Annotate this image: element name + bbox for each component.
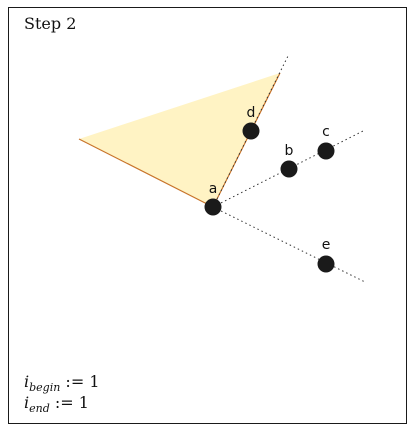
node-b: b: [280, 143, 298, 178]
node-d: d: [242, 105, 260, 140]
var-begin-value: 1: [89, 372, 100, 391]
node-c: c: [317, 124, 335, 160]
triangle-edge-left: [78, 138, 214, 208]
step-title: Step 2: [24, 14, 77, 33]
shaded-triangle: [79, 73, 280, 207]
ray-through-b-c: [212, 129, 366, 208]
variable-i-end: iend := 1: [24, 393, 89, 415]
var-end-subscript: end: [29, 402, 50, 416]
var-begin-subscript: begin: [29, 381, 61, 395]
node-d-dot: [242, 122, 260, 140]
var-end-op: :=: [54, 393, 74, 412]
node-c-label: c: [322, 124, 330, 140]
node-a: a: [204, 181, 222, 216]
ray-through-d: [212, 55, 289, 208]
diagram-frame: [8, 7, 407, 424]
var-end-symbol: i: [24, 393, 30, 412]
triangle-edge-right: [212, 72, 281, 208]
node-e-label: e: [322, 237, 331, 253]
node-b-label: b: [285, 143, 294, 159]
var-end-value: 1: [78, 393, 89, 412]
var-begin-op: :=: [65, 372, 85, 391]
node-e-dot: [317, 255, 335, 273]
node-d-label: d: [247, 105, 256, 121]
node-e: e: [317, 237, 335, 273]
node-b-dot: [280, 160, 298, 178]
node-c-dot: [317, 142, 335, 160]
ray-through-e: [212, 206, 366, 283]
node-a-dot: [204, 198, 222, 216]
var-begin-symbol: i: [24, 372, 30, 391]
node-a-label: a: [209, 181, 218, 197]
variable-i-begin: ibegin := 1: [24, 372, 100, 394]
